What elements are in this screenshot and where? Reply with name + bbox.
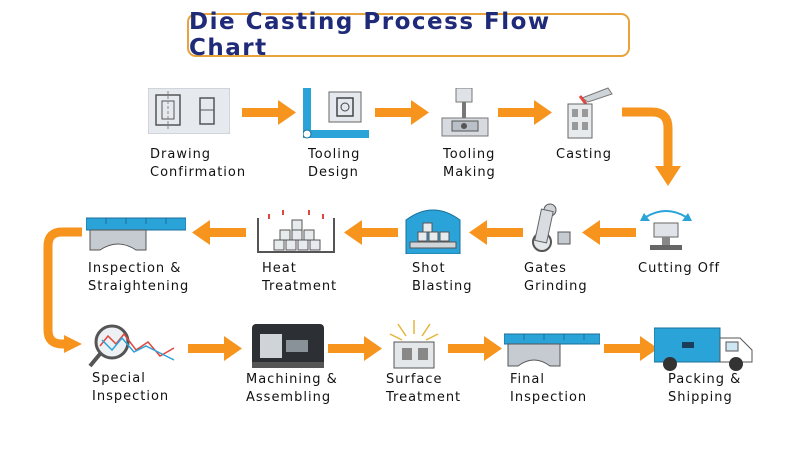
- label-inspection-straightening: Inspection &Straightening: [88, 261, 190, 294]
- chart-title: Die Casting Process Flow Chart: [189, 9, 551, 61]
- arrow-4-5: [622, 107, 681, 186]
- special-inspection-icon: [88, 324, 175, 368]
- title-box: Die Casting Process Flow Chart: [187, 9, 630, 61]
- surface-treatment-icon: [389, 320, 439, 369]
- arrow-11-12: [328, 336, 382, 361]
- arrow-12-13: [448, 336, 502, 361]
- arrow-9-10: [43, 227, 82, 353]
- gates-grinding-icon: [532, 203, 571, 252]
- heat-treatment-icon: [257, 210, 335, 253]
- arrow-13-14: [604, 336, 658, 361]
- label-cutting-off: Cutting Off: [638, 261, 721, 276]
- arrow-5-6: [582, 220, 636, 245]
- arrow-8-9: [192, 220, 246, 245]
- final-inspection-icon: [504, 333, 600, 367]
- tooling-design-icon: [303, 88, 369, 139]
- arrow-2-3: [375, 100, 429, 125]
- arrow-6-7: [469, 220, 523, 245]
- machining-icon: [252, 324, 324, 368]
- arrow-10-11: [188, 336, 242, 361]
- casting-icon: [567, 87, 613, 139]
- label-machining-assembling: Machining &Assembling: [246, 372, 338, 405]
- drawing-icon: [148, 88, 230, 134]
- inspection-straightening-icon: [86, 217, 186, 251]
- truck-icon: [654, 327, 753, 371]
- label-packing-shipping: Packing &Shipping: [668, 372, 742, 405]
- arrow-1-2: [242, 100, 296, 125]
- arrow-3-4: [498, 100, 552, 125]
- arrow-7-8: [344, 220, 398, 245]
- label-casting: Casting: [556, 147, 613, 162]
- shot-blasting-icon: [405, 209, 461, 254]
- tooling-making-icon: [441, 88, 489, 137]
- cutting-off-icon: [640, 210, 692, 250]
